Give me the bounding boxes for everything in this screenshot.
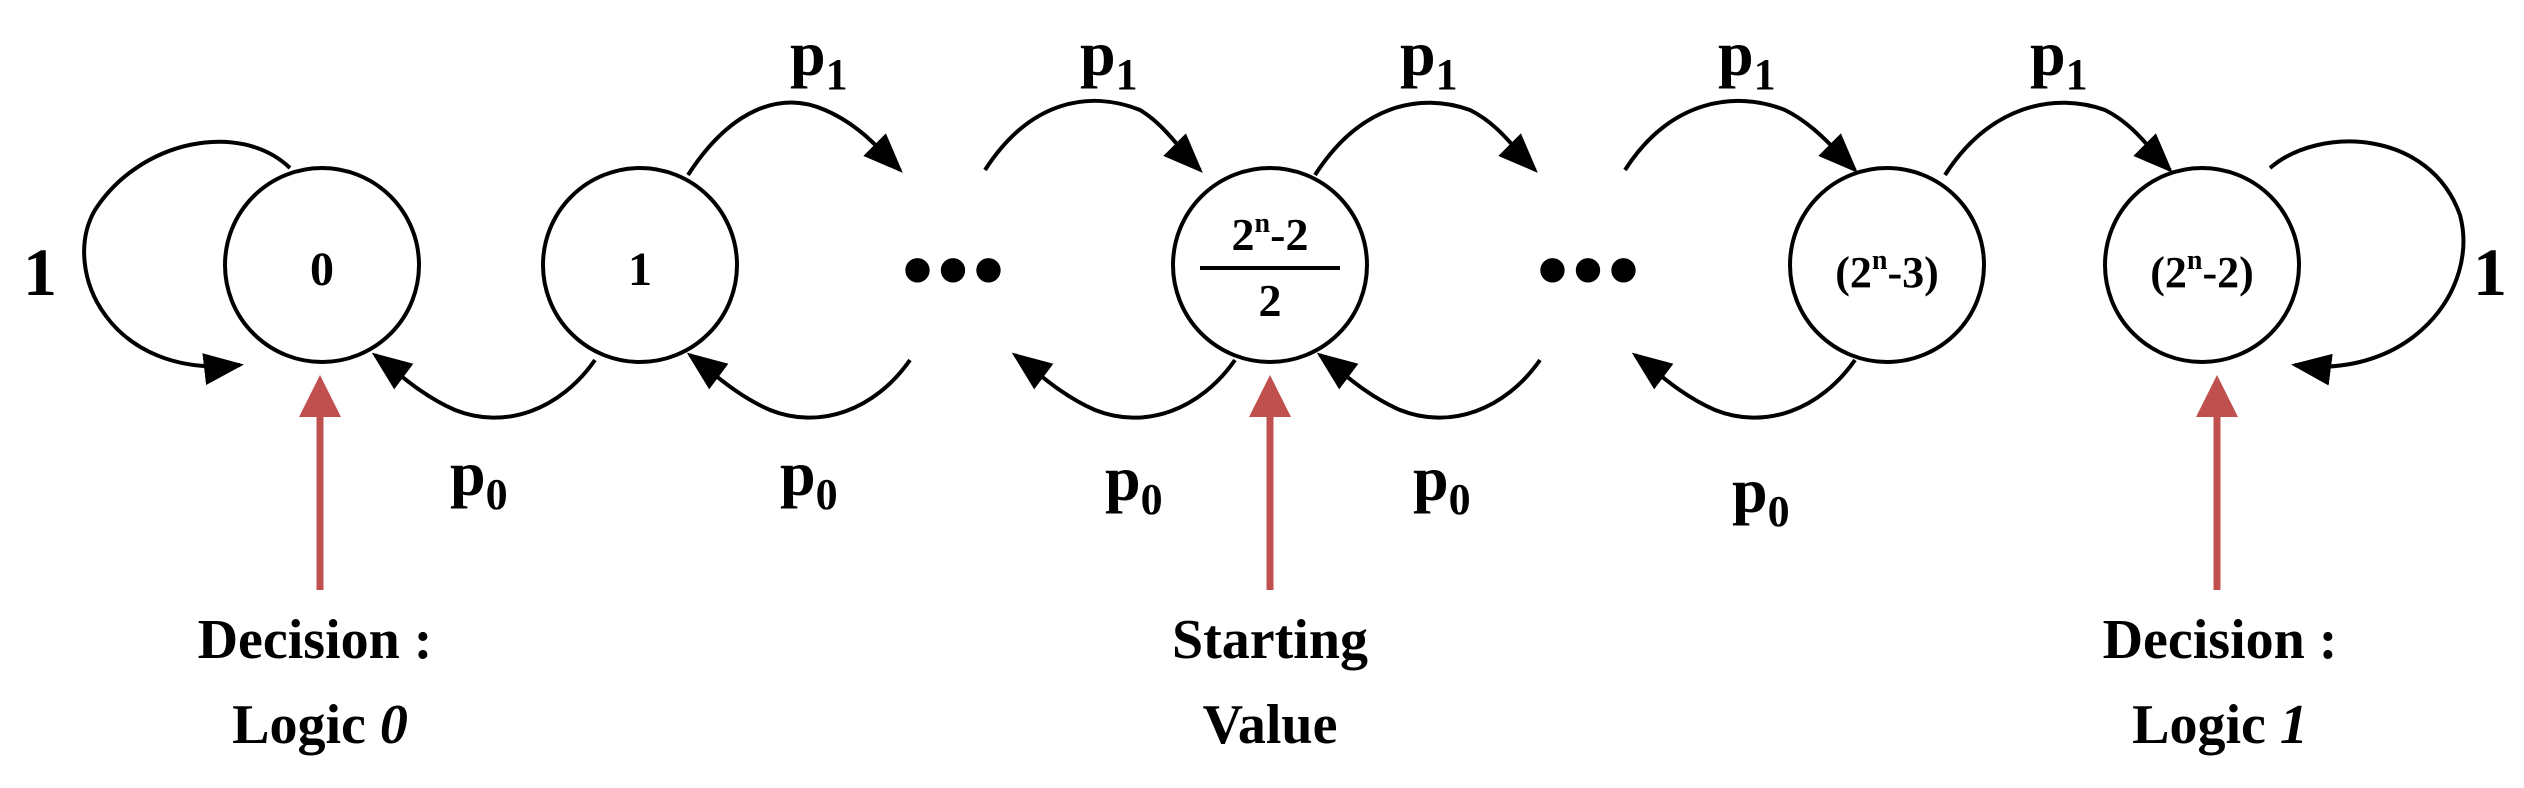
- forward-label-5: p1: [2030, 18, 2088, 99]
- forward-arc-2: [983, 98, 1203, 173]
- forward-arc-3: [1313, 100, 1538, 177]
- svg-text:p0: p0: [1732, 455, 1790, 536]
- forward-label-3: p1: [1400, 18, 1458, 99]
- svg-text:Decision :: Decision :: [198, 609, 433, 671]
- svg-text:p0: p0: [450, 438, 508, 519]
- backward-arc-2: [686, 352, 912, 420]
- self-loop-left: [82, 139, 292, 385]
- backward-arc-5: [1631, 352, 1857, 420]
- svg-text:2: 2: [1259, 275, 1282, 326]
- backward-label-5: p0: [1732, 455, 1790, 536]
- svg-text:Starting: Starting: [1172, 609, 1368, 671]
- backward-arc-3: [1011, 352, 1237, 420]
- svg-text:Decision :: Decision :: [2103, 609, 2338, 671]
- svg-text:p1: p1: [1718, 18, 1776, 99]
- state-2n-2: (2n-2): [2103, 166, 2301, 364]
- svg-text:p1: p1: [2030, 18, 2088, 99]
- backward-arc-4: [1316, 352, 1542, 420]
- backward-label-1: p0: [450, 438, 508, 519]
- forward-label-2: p1: [1080, 18, 1138, 99]
- ellipsis-right: •••: [1537, 221, 1644, 320]
- svg-text:(2n-2): (2n-2): [2150, 245, 2254, 297]
- ellipsis-left: •••: [902, 221, 1009, 320]
- forward-arc-4: [1623, 98, 1858, 173]
- backward-arc-1: [371, 352, 597, 420]
- decision0-annotation: Decision : Logic 0: [198, 609, 433, 756]
- state-2n-3: (2n-3): [1788, 166, 1986, 364]
- svg-text:p1: p1: [1400, 18, 1458, 99]
- state-1: 1: [541, 166, 739, 364]
- state-0: 0: [223, 166, 421, 364]
- self-loop-right: [2268, 139, 2466, 386]
- svg-text:Logic 0: Logic 0: [232, 694, 408, 756]
- state-starting: 2n-2 2: [1171, 166, 1369, 364]
- svg-text:p0: p0: [1413, 443, 1471, 524]
- forward-arc-5: [1943, 100, 2173, 177]
- decision1-annotation: Decision : Logic 1: [2103, 609, 2338, 756]
- svg-text:p1: p1: [1080, 18, 1138, 99]
- forward-label-4: p1: [1718, 18, 1776, 99]
- svg-text:p1: p1: [790, 18, 848, 99]
- svg-text:p0: p0: [780, 438, 838, 519]
- backward-label-3: p0: [1105, 443, 1163, 524]
- svg-text:p0: p0: [1105, 443, 1163, 524]
- svg-text:2n-2: 2n-2: [1232, 208, 1309, 260]
- svg-text:0: 0: [310, 243, 334, 296]
- backward-label-4: p0: [1413, 443, 1471, 524]
- forward-label-1: p1: [790, 18, 848, 99]
- forward-arc-1: [686, 100, 903, 177]
- svg-text:Logic 1: Logic 1: [2132, 694, 2308, 756]
- svg-text:(2n-3): (2n-3): [1835, 245, 1939, 297]
- backward-label-2: p0: [780, 438, 838, 519]
- self-loop-right-label: 1: [2473, 234, 2507, 310]
- svg-text:Value: Value: [1203, 694, 1338, 756]
- start-annotation: Starting Value: [1172, 609, 1368, 756]
- svg-text:1: 1: [628, 243, 652, 296]
- self-loop-left-label: 1: [23, 234, 57, 310]
